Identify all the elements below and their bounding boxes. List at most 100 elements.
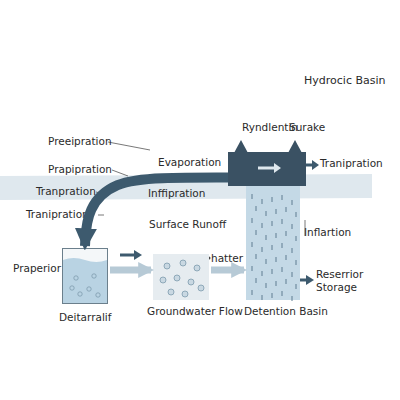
rain-dash: [292, 296, 293, 301]
rain-dash: [296, 236, 297, 241]
rain-dash: [252, 218, 253, 223]
rain-dash: [282, 291, 283, 296]
rain-dash: [282, 219, 283, 224]
leader-line: [96, 192, 104, 194]
groundwater-box: hatterGroundwater Flow: [153, 254, 209, 300]
particle-symbol: [180, 260, 186, 266]
process-label: Tranpration: [36, 185, 96, 198]
rain-dash: [266, 235, 267, 240]
particle-symbol: [198, 285, 204, 291]
bubble-symbol: [96, 293, 100, 297]
groundwater-fill: [153, 254, 209, 300]
process-label: Preeipration: [48, 135, 112, 148]
flow-arrow: [258, 167, 274, 170]
rain-dash: [286, 255, 287, 260]
rain-dash: [256, 254, 257, 259]
peak-symbol: [234, 140, 248, 153]
rain-dash: [272, 293, 273, 298]
node-label: Surake: [289, 121, 325, 134]
process-label: Inffipration: [148, 187, 205, 200]
rain-dash: [252, 242, 253, 247]
flow-arrow: [120, 254, 134, 257]
rain-dash: [262, 247, 263, 252]
rain-dash: [292, 224, 293, 229]
process-label: Inflartion: [304, 226, 351, 239]
surface-box-outline: [228, 152, 306, 186]
particle-symbol: [164, 263, 170, 269]
surface-fill: [228, 152, 306, 186]
rain-dash: [256, 206, 257, 211]
rain-dash: [272, 245, 273, 250]
bubble-symbol: [78, 292, 82, 296]
rain-dash: [262, 223, 263, 228]
rain-dash: [292, 248, 293, 253]
rain-dash: [262, 199, 263, 204]
rain-dash: [276, 281, 277, 286]
peak-symbol: [288, 140, 302, 153]
flow-arrow: [300, 279, 306, 282]
node-label: Deitarralif: [59, 311, 111, 324]
rain-dash: [252, 266, 253, 271]
rain-dash: [272, 221, 273, 226]
rain-dash: [282, 267, 283, 272]
flow-arrow: [274, 163, 281, 173]
rain-dash: [292, 200, 293, 205]
rain-dash: [256, 278, 257, 283]
flow-connector: [211, 267, 244, 274]
process-label: Reserrior Storage: [316, 268, 382, 294]
storage-tank: PraperiorDeitarralif: [62, 248, 108, 304]
rain-dash: [262, 271, 263, 276]
process-label: Tranipration: [320, 157, 383, 170]
node-label: Groundwater Flow: [147, 305, 243, 318]
rain-dash: [286, 207, 287, 212]
process-label: Surface Runoff: [149, 218, 226, 231]
rain-dash: [296, 260, 297, 265]
rain-dash: [296, 284, 297, 289]
node-label: hatter: [211, 252, 243, 265]
rain-dash: [252, 194, 253, 199]
node-label: Detention Basin: [244, 305, 328, 318]
process-label: Prapipration: [48, 163, 112, 176]
rain-dash: [266, 283, 267, 288]
rain-dash: [296, 212, 297, 217]
rain-dash: [272, 269, 273, 274]
particle-symbol: [174, 275, 180, 281]
particle-symbol: [188, 279, 194, 285]
detention-column: Detention Basin: [246, 186, 300, 300]
node-label: Praperior: [13, 262, 61, 275]
particle-symbol: [182, 291, 188, 297]
leader-line: [112, 170, 128, 176]
flow-arrow: [312, 160, 319, 170]
rain-dash: [292, 272, 293, 277]
rain-dash: [272, 197, 273, 202]
process-label: Evaporation: [158, 156, 221, 169]
rain-dash: [282, 195, 283, 200]
leader-line: [108, 142, 150, 150]
particle-symbol: [160, 277, 166, 283]
rain-dash: [282, 243, 283, 248]
flow-arrow: [134, 250, 142, 260]
particle-symbol: [168, 289, 174, 295]
rain-dash: [276, 209, 277, 214]
particle-symbol: [194, 265, 200, 271]
rain-dash: [266, 259, 267, 264]
storage-tank-outline: [62, 248, 108, 304]
rain-dash: [252, 290, 253, 295]
bubble-symbol: [87, 287, 91, 291]
groundwater-box-outline: [153, 254, 209, 300]
bubble-symbol: [70, 286, 74, 290]
ground-band: [0, 174, 372, 200]
rain-dash: [256, 230, 257, 235]
rain-dash: [276, 233, 277, 238]
rain-dash: [262, 295, 263, 300]
column-fill: [246, 186, 300, 300]
flow-connector: [110, 267, 151, 274]
bubble-symbol: [92, 274, 96, 278]
flow-arrow: [306, 164, 312, 167]
bubble-symbol: [74, 276, 78, 280]
tank-wall: [63, 249, 108, 304]
process-label: Tranipration: [26, 208, 89, 221]
flow-arrow: [306, 275, 314, 285]
